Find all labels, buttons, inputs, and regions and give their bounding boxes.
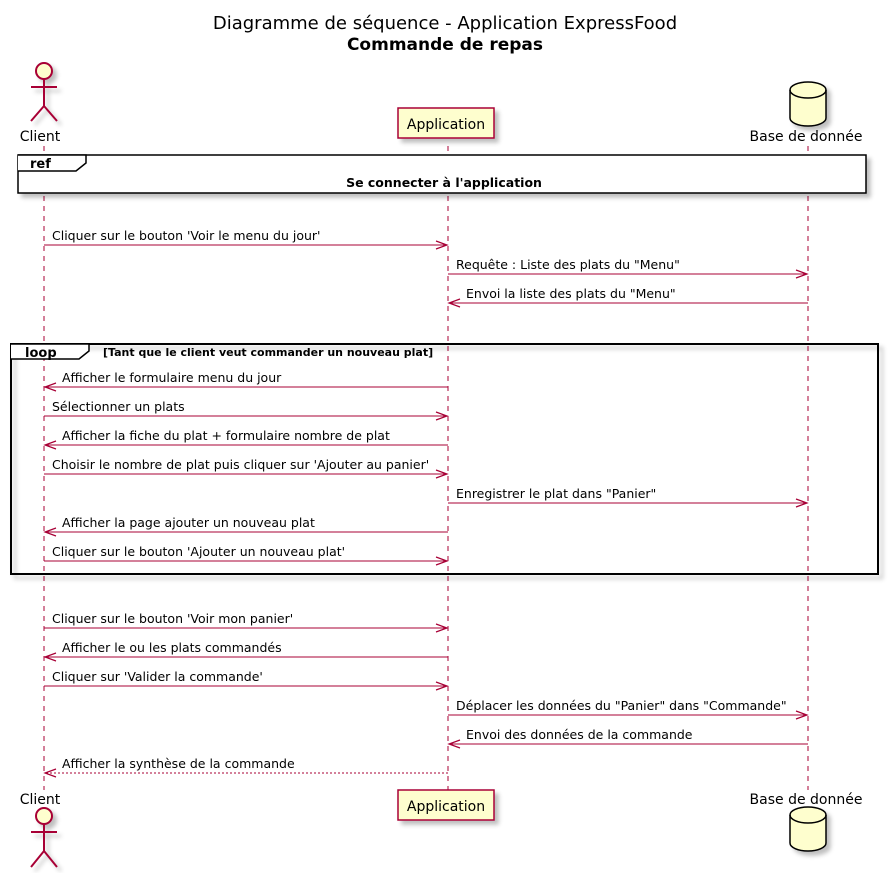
message-15: Envoi des données de la commande bbox=[447, 727, 808, 749]
participant-database-label-bottom: Base de donnée bbox=[750, 792, 863, 808]
arrowhead-icon bbox=[435, 623, 449, 633]
loop-frame-tag: loop bbox=[25, 346, 57, 361]
loop-frame: loop [Tant que le client veut commander … bbox=[10, 343, 879, 575]
message-7: Choisir le nombre de plat puis cliquer s… bbox=[44, 457, 449, 479]
message-5: Sélectionner un plats bbox=[44, 399, 449, 421]
message-8: Enregistrer le plat dans "Panier" bbox=[448, 486, 809, 508]
database-cylinder-icon bbox=[789, 806, 827, 852]
arrowhead-icon bbox=[795, 498, 809, 508]
database-cylinder-icon bbox=[789, 81, 827, 127]
message-13: Cliquer sur 'Valider la commande' bbox=[44, 669, 449, 691]
participant-application-label-top: Application bbox=[407, 117, 485, 133]
participant-client-label-top: Client bbox=[20, 129, 61, 145]
database-cylinder-rim bbox=[789, 814, 827, 824]
message-label: Afficher le formulaire menu du jour bbox=[62, 370, 282, 385]
message-16: Afficher la synthèse de la commande bbox=[43, 756, 448, 778]
ref-frame: ref Se connecter à l'application bbox=[17, 154, 867, 194]
arrowhead-icon bbox=[795, 269, 809, 279]
arrowhead-icon bbox=[43, 440, 57, 450]
message-6: Afficher la fiche du plat + formulaire n… bbox=[43, 428, 448, 450]
participant-application-label-bottom: Application bbox=[407, 799, 485, 815]
message-label: Requête : Liste des plats du "Menu" bbox=[456, 257, 680, 272]
actor-leg-left-icon bbox=[30, 105, 45, 122]
arrowhead-icon bbox=[435, 469, 449, 479]
actor-leg-right-icon bbox=[43, 850, 58, 868]
participant-database-bottom bbox=[789, 806, 827, 852]
message-label: Sélectionner un plats bbox=[52, 399, 185, 414]
participant-application-bottom bbox=[397, 789, 495, 821]
participant-application-top bbox=[397, 107, 495, 139]
participant-database-top bbox=[789, 81, 827, 127]
messages: Cliquer sur le bouton 'Voir le menu du j… bbox=[43, 228, 809, 778]
message-label: Cliquer sur le bouton 'Voir le menu du j… bbox=[52, 228, 321, 243]
message-3: Envoi la liste des plats du "Menu" bbox=[447, 286, 808, 308]
arrowhead-icon bbox=[43, 768, 57, 778]
message-label: Enregistrer le plat dans "Panier" bbox=[456, 486, 656, 501]
arrowhead-icon bbox=[43, 382, 57, 392]
actor-head-icon bbox=[35, 807, 53, 825]
message-12: Afficher le ou les plats commandés bbox=[43, 640, 448, 662]
participant-database-label-top: Base de donnée bbox=[750, 129, 863, 145]
lifelines bbox=[43, 146, 809, 790]
message-label: Afficher la fiche du plat + formulaire n… bbox=[62, 428, 390, 443]
message-label: Afficher le ou les plats commandés bbox=[62, 640, 282, 655]
participant-client-bottom bbox=[30, 807, 58, 868]
actor-leg-left-icon bbox=[30, 850, 45, 868]
message-label: Afficher la page ajouter un nouveau plat bbox=[62, 515, 315, 530]
message-label: Afficher la synthèse de la commande bbox=[62, 756, 295, 771]
message-label: Envoi la liste des plats du "Menu" bbox=[466, 286, 676, 301]
arrowhead-icon bbox=[447, 298, 461, 308]
message-1: Cliquer sur le bouton 'Voir le menu du j… bbox=[44, 228, 449, 250]
ref-frame-tag: ref bbox=[30, 157, 51, 172]
loop-frame-condition: [Tant que le client veut commander un no… bbox=[103, 346, 433, 359]
diagram-subtitle: Commande de repas bbox=[347, 35, 543, 55]
ref-frame-text: Se connecter à l'application bbox=[346, 175, 542, 190]
message-9: Afficher la page ajouter un nouveau plat bbox=[43, 515, 448, 537]
arrowhead-icon bbox=[43, 652, 57, 662]
message-14: Déplacer les données du "Panier" dans "C… bbox=[448, 698, 809, 720]
message-label: Cliquer sur le bouton 'Voir mon panier' bbox=[52, 611, 293, 626]
message-10: Cliquer sur le bouton 'Ajouter un nouvea… bbox=[44, 544, 449, 566]
diagram-title: Diagramme de séquence - Application Expr… bbox=[213, 13, 677, 34]
message-4: Afficher le formulaire menu du jour bbox=[43, 370, 448, 392]
message-label: Cliquer sur le bouton 'Ajouter un nouvea… bbox=[52, 544, 345, 559]
message-label: Envoi des données de la commande bbox=[466, 727, 693, 742]
participant-client-top bbox=[30, 62, 58, 122]
actor-head-icon bbox=[35, 62, 53, 80]
message-label: Déplacer les données du "Panier" dans "C… bbox=[456, 698, 787, 713]
arrowhead-icon bbox=[435, 681, 449, 691]
message-11: Cliquer sur le bouton 'Voir mon panier' bbox=[44, 611, 449, 633]
arrowhead-icon bbox=[795, 710, 809, 720]
actor-leg-right-icon bbox=[43, 105, 58, 122]
arrowhead-icon bbox=[435, 411, 449, 421]
message-2: Requête : Liste des plats du "Menu" bbox=[448, 257, 809, 279]
database-cylinder-rim bbox=[789, 89, 827, 99]
participant-client-label-bottom: Client bbox=[20, 792, 61, 808]
message-label: Choisir le nombre de plat puis cliquer s… bbox=[52, 457, 429, 472]
arrowhead-icon bbox=[435, 556, 449, 566]
arrowhead-icon bbox=[435, 240, 449, 250]
message-label: Cliquer sur 'Valider la commande' bbox=[52, 669, 263, 684]
arrowhead-icon bbox=[43, 527, 57, 537]
arrowhead-icon bbox=[447, 739, 461, 749]
